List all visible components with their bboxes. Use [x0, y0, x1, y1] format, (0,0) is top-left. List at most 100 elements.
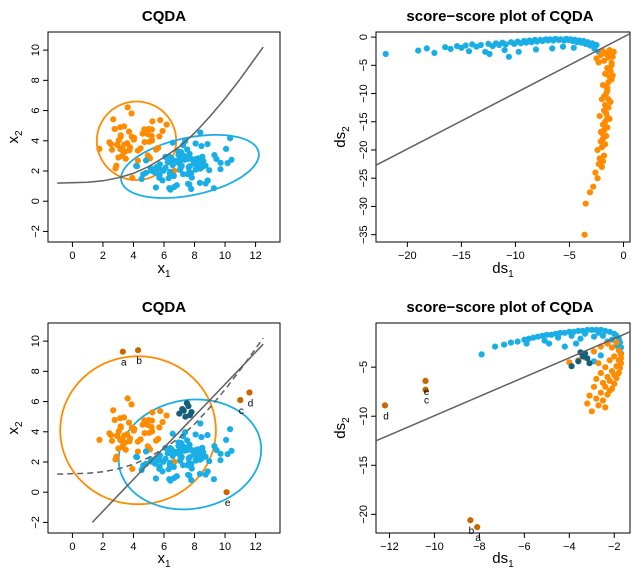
data-point — [173, 182, 180, 189]
x-tick-label: −15 — [452, 250, 471, 262]
x-tick-label: 0 — [69, 250, 75, 262]
data-point — [156, 424, 163, 431]
data-point — [142, 418, 149, 426]
data-point — [148, 126, 155, 133]
data-point — [108, 437, 116, 444]
outlier-point — [467, 517, 474, 524]
data-point — [596, 113, 603, 120]
data-point — [217, 457, 224, 464]
data-point — [602, 364, 609, 371]
data-point — [206, 458, 213, 465]
data-point — [163, 121, 170, 128]
data-point — [586, 360, 593, 367]
data-point — [382, 50, 389, 58]
data-point — [165, 175, 172, 182]
data-point — [186, 472, 193, 479]
data-point — [602, 404, 609, 411]
x-tick-label: 2 — [100, 541, 106, 553]
x-tick-label: 6 — [161, 250, 167, 262]
x-axis-label: ds1 — [492, 550, 514, 570]
data-point — [137, 145, 144, 152]
data-point — [110, 407, 117, 414]
data-point — [573, 340, 580, 347]
data-point — [134, 157, 141, 164]
y-tick-label: −2 — [30, 516, 42, 529]
data-point — [174, 450, 181, 457]
data-point — [117, 132, 124, 139]
data-point — [157, 408, 164, 415]
data-point — [148, 417, 155, 424]
data-point — [107, 141, 114, 148]
data-point — [126, 147, 133, 154]
x-tick-label: 10 — [219, 250, 231, 262]
data-point — [501, 47, 508, 54]
data-point — [595, 360, 602, 367]
data-point — [608, 344, 616, 351]
y-axis: −35−30−25−20−15−10−50 — [358, 34, 376, 244]
data-point — [586, 392, 593, 399]
boundary-curve — [57, 337, 264, 475]
data-point — [125, 419, 133, 426]
y-tick-label: −5 — [358, 361, 370, 374]
data-point — [177, 165, 184, 172]
y-tick-label: 10 — [30, 44, 42, 56]
data-point — [134, 448, 141, 455]
y-tick-label: −20 — [358, 505, 370, 524]
data-point — [124, 395, 131, 402]
outlier-point — [381, 402, 389, 409]
data-point — [188, 155, 195, 162]
outlier-point — [135, 347, 142, 354]
data-point — [169, 430, 176, 437]
data-point — [588, 326, 595, 333]
data-point — [224, 451, 231, 458]
data-point — [157, 117, 164, 124]
outlier-label: d — [248, 399, 254, 410]
boundary-curve — [91, 343, 264, 523]
outlier-label: b — [469, 526, 475, 537]
plot-frame — [375, 322, 631, 534]
boundary-curve — [57, 46, 264, 184]
data-point — [121, 432, 128, 439]
data-point — [186, 441, 193, 448]
data-point — [153, 437, 160, 444]
boundary-curve — [376, 33, 630, 166]
data-point — [599, 379, 607, 386]
data-point — [121, 141, 128, 148]
data-point — [140, 171, 147, 178]
data-point — [598, 144, 606, 151]
series-blue — [382, 35, 602, 60]
data-point — [180, 171, 187, 178]
series-orange — [96, 104, 178, 181]
outlier-point — [246, 389, 253, 396]
plot-frame — [47, 31, 281, 243]
data-point — [186, 163, 193, 170]
data-point — [138, 175, 145, 183]
data-point — [110, 116, 117, 123]
data-point — [604, 114, 611, 121]
data-point — [595, 329, 602, 336]
data-point — [597, 389, 604, 396]
y-axis: −20−15−10−5 — [358, 361, 376, 524]
data-point — [152, 475, 159, 482]
data-point — [227, 135, 234, 142]
data-point — [465, 48, 473, 55]
data-point — [597, 352, 604, 359]
data-point — [588, 408, 595, 415]
data-point — [514, 338, 521, 345]
data-point — [156, 174, 163, 181]
data-point — [120, 123, 128, 130]
data-point — [120, 414, 128, 421]
data-point — [167, 168, 174, 175]
data-point — [505, 53, 512, 60]
x-tick-label: 2 — [100, 250, 106, 262]
data-point — [159, 127, 166, 135]
plot-content — [57, 46, 264, 199]
data-point — [223, 436, 230, 443]
data-point — [167, 459, 174, 466]
data-point — [164, 450, 171, 457]
data-point — [423, 45, 430, 52]
data-point — [142, 127, 149, 135]
data-point — [224, 160, 231, 167]
